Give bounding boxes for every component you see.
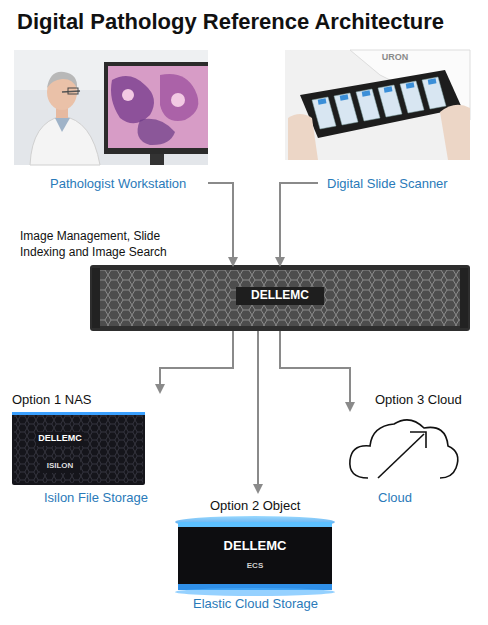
ecs-appliance [175,516,335,596]
node-heading: Image Management, Slide Indexing and Ima… [20,228,190,260]
scanner-photo [285,50,470,160]
brand-label: ISILON [30,460,90,471]
node-heading: Option 2 Object [210,498,300,514]
isilon-appliance [12,412,145,485]
cloud-icon [350,420,458,478]
component-node: Option 2 ObjectElastic Cloud Storage [175,492,340,620]
connector-arrow [280,183,318,265]
node-caption: Digital Slide Scanner [327,176,448,192]
node-heading: Option 3 Cloud [375,392,462,408]
component-node: Option 1 NAS Isilon File Storage [10,392,165,508]
connector-arrow [160,331,233,392]
connector-arrow [208,183,233,265]
brand-label: DELLEMC [30,432,90,444]
brand-label: DELLEMC [205,538,305,554]
brand-label: DELLEMC [236,288,324,303]
diagram-title: Digital Pathology Reference Architecture [17,9,444,35]
brand-label: ECS [230,560,280,571]
node-caption: Isilon File Storage [44,490,148,506]
brand-label: URON [370,51,420,63]
node-heading: Option 1 NAS [12,392,92,408]
connector-arrow [280,331,350,410]
workstation-photo [14,50,208,165]
node-caption: Cloud [378,490,412,506]
node-caption: Pathologist Workstation [50,176,186,192]
node-caption: Elastic Cloud Storage [193,596,318,612]
component-node: Digital Slide Scanner [318,50,470,192]
component-node: Pathologist Workstation [14,50,208,192]
server-appliance [90,265,470,331]
connector-arrow [257,331,259,492]
component-node: Option 3 CloudCloud [340,410,470,508]
